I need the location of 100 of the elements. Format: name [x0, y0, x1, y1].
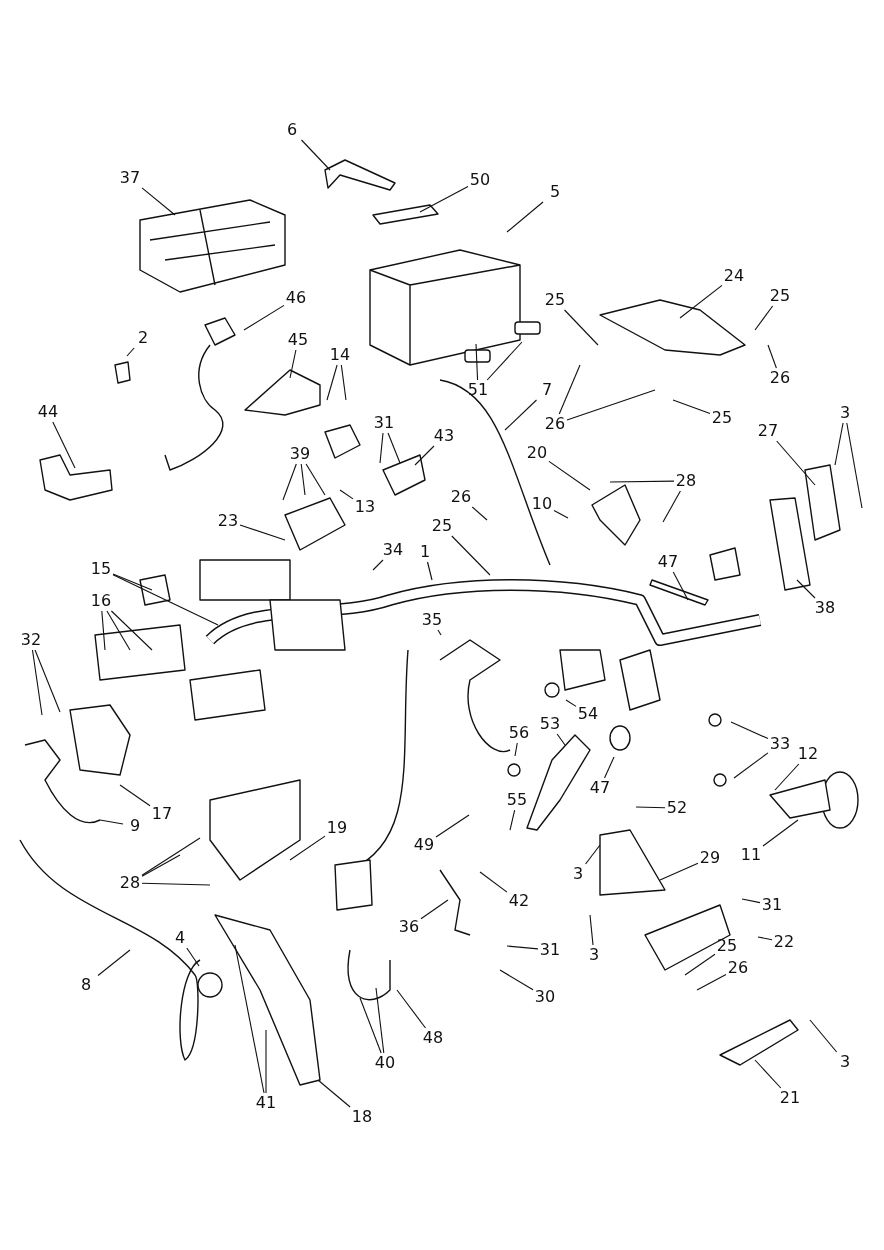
leader-line: [556, 733, 566, 746]
leader-line: [774, 763, 800, 791]
leader-line: [514, 742, 518, 757]
leader-line: [300, 463, 306, 496]
callout-number: 17: [150, 804, 174, 824]
leader-line: [426, 561, 433, 581]
leader-line: [809, 1019, 838, 1053]
leader-line: [326, 364, 338, 401]
leader-line: [289, 835, 326, 861]
callout-number: 31: [538, 940, 562, 960]
leader-line: [379, 432, 384, 464]
leader-line: [101, 610, 106, 651]
leader-line: [696, 973, 727, 991]
callout-number: 23: [216, 511, 240, 531]
leader-line: [796, 579, 816, 599]
leader-line: [506, 945, 539, 950]
callout-number: 31: [760, 895, 784, 915]
leader-line: [419, 185, 469, 213]
callout-number: 52: [665, 798, 689, 818]
callout-number: 35: [420, 610, 444, 630]
callout-number: 9: [123, 816, 147, 836]
callout-number: 25: [543, 290, 567, 310]
leader-line: [243, 304, 285, 331]
callout-number: 13: [353, 497, 377, 517]
callout-number: 5: [543, 182, 567, 202]
leader-line: [609, 480, 675, 483]
callout-number: 41: [254, 1093, 278, 1113]
callout-number: 25: [710, 408, 734, 428]
leader-line: [672, 571, 689, 601]
leader-line: [553, 509, 569, 519]
leader-line: [603, 756, 615, 779]
leader-line: [282, 463, 297, 501]
leader-line: [741, 898, 761, 904]
callout-number: 53: [538, 714, 562, 734]
callout-number: 40: [373, 1053, 397, 1073]
leader-line: [106, 610, 131, 651]
callout-number: 26: [726, 958, 750, 978]
callout-number: 32: [19, 630, 43, 650]
leader-line: [486, 341, 523, 381]
leader-line: [659, 862, 699, 881]
leader-line: [387, 432, 401, 464]
leader-line: [475, 343, 479, 381]
leader-line: [504, 399, 538, 431]
callout-number: 55: [505, 790, 529, 810]
callout-number: 7: [535, 380, 559, 400]
leader-line: [414, 445, 435, 466]
callout-number: 19: [325, 818, 349, 838]
callout-number: 42: [507, 891, 531, 911]
leader-line: [437, 629, 442, 636]
leader-line: [509, 809, 516, 831]
callout-number: 3: [833, 403, 857, 423]
leader-line: [52, 421, 76, 469]
callout-number: 51: [466, 380, 490, 400]
callout-number: 26: [768, 368, 792, 388]
leader-line: [420, 899, 449, 920]
callout-number: 34: [381, 540, 405, 560]
leader-line: [265, 1029, 267, 1094]
callout-number: 50: [468, 170, 492, 190]
leader-line: [126, 347, 135, 357]
leader-line: [585, 844, 601, 865]
leader-line: [499, 969, 534, 991]
callout-number: 20: [525, 443, 549, 463]
callout-number: 43: [432, 426, 456, 446]
leader-line: [451, 535, 491, 576]
leader-line: [141, 882, 211, 886]
callout-number: 6: [280, 120, 304, 140]
leader-line: [435, 814, 470, 838]
leader-line: [110, 610, 153, 651]
leader-line: [300, 139, 331, 171]
callout-number: 38: [813, 598, 837, 618]
callout-number: 25: [715, 936, 739, 956]
callout-number: 4: [168, 928, 192, 948]
callout-number: 27: [756, 421, 780, 441]
leader-line: [672, 399, 711, 415]
leader-line: [359, 997, 382, 1054]
leader-line: [34, 649, 61, 713]
leader-line: [684, 953, 716, 976]
leader-line: [754, 305, 774, 331]
callout-number: 37: [118, 168, 142, 188]
leader-line: [97, 949, 131, 976]
callout-number: 3: [566, 864, 590, 884]
callout-number: 25: [430, 516, 454, 536]
leader-line: [565, 699, 577, 707]
callout-number: 45: [286, 330, 310, 350]
callout-number: 29: [698, 848, 722, 868]
leader-line: [730, 721, 769, 740]
leader-line: [846, 422, 863, 509]
callout-number: 54: [576, 704, 600, 724]
leader-line: [305, 463, 326, 496]
callout-number: 28: [118, 873, 142, 893]
callout-number: 49: [412, 835, 436, 855]
leader-line: [733, 752, 769, 779]
callout-number: 8: [74, 975, 98, 995]
leader-line: [340, 364, 347, 401]
leader-line: [99, 819, 124, 825]
leader-line: [31, 649, 43, 716]
callout-number: 21: [778, 1088, 802, 1108]
leader-line: [186, 947, 200, 967]
callout-number: 1: [413, 542, 437, 562]
callout-number: 15: [89, 559, 113, 579]
